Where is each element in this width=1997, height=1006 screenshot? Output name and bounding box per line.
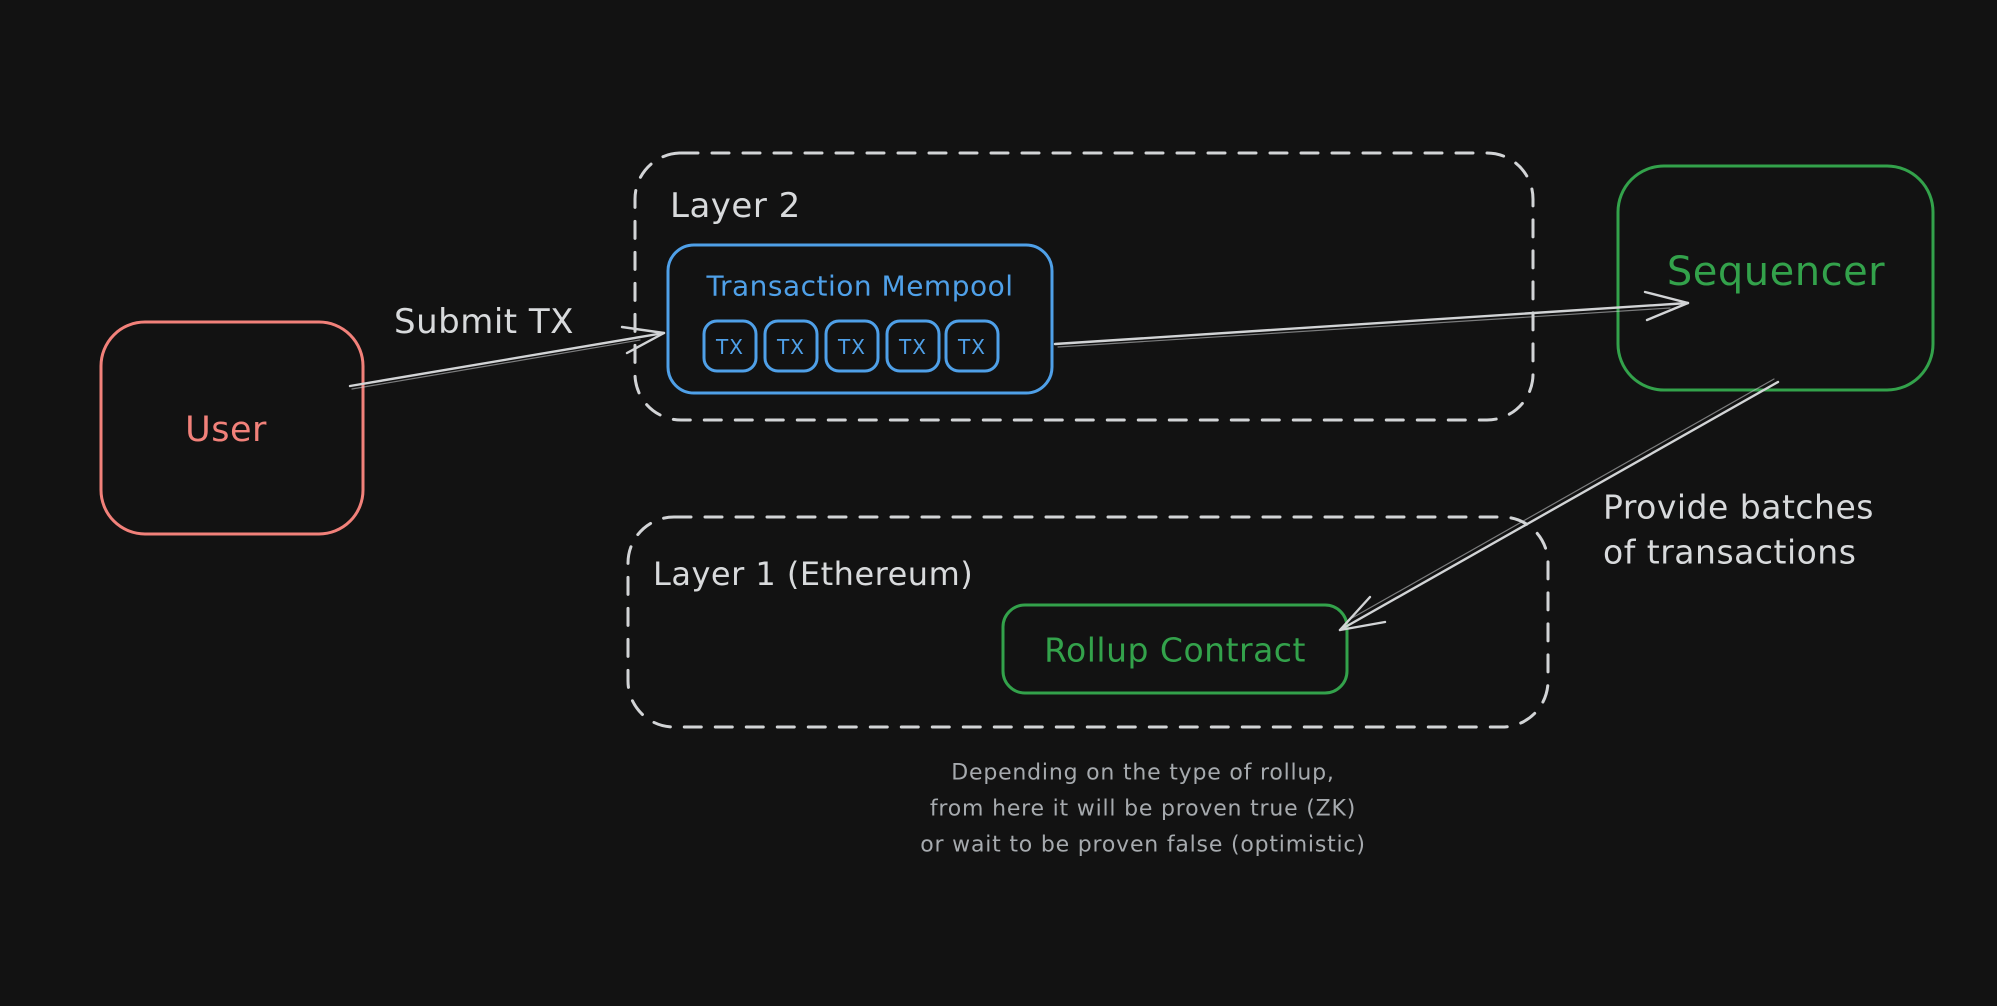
layer2-container <box>633 151 1535 422</box>
layer1-container <box>626 515 1550 729</box>
tx-chip-label: TX <box>715 335 744 359</box>
layer1-label: Layer 1 (Ethereum) <box>653 555 973 593</box>
sequencer-node <box>1616 164 1935 392</box>
submit-tx-arrow-label: Submit TX <box>394 302 574 342</box>
provide-batches-label-line2: of transactions <box>1603 533 1856 572</box>
caption-line2: from here it will be proven true (ZK) <box>930 797 1356 822</box>
provide-batches-label-line1: Provide batches <box>1603 488 1874 527</box>
tx-chip <box>885 319 941 373</box>
tx-chip-label: TX <box>776 335 805 359</box>
tx-chip <box>824 319 880 373</box>
tx-chip-label: TX <box>957 335 986 359</box>
mempool-label: Transaction Mempool <box>705 270 1013 303</box>
rollup-contract-node <box>1001 603 1349 695</box>
caption-line3: or wait to be proven false (optimistic) <box>920 833 1365 858</box>
mempool-to-sequencer-arrow <box>1053 290 1690 348</box>
user-node <box>99 320 365 536</box>
tx-chip-label: TX <box>837 335 866 359</box>
sequencer-label: Sequencer <box>1667 249 1885 295</box>
tx-chip <box>702 319 758 373</box>
tx-chip-label: TX <box>898 335 927 359</box>
tx-chip <box>944 319 1000 373</box>
mempool-node <box>666 243 1054 395</box>
user-label: User <box>185 410 267 450</box>
layer2-label: Layer 2 <box>670 186 801 226</box>
rollup-contract-label: Rollup Contract <box>1044 631 1306 670</box>
caption-line1: Depending on the type of rollup, <box>951 761 1334 786</box>
provide-batches-arrow <box>1338 378 1780 632</box>
submit-tx-arrow <box>348 325 666 390</box>
tx-chip <box>763 319 819 373</box>
